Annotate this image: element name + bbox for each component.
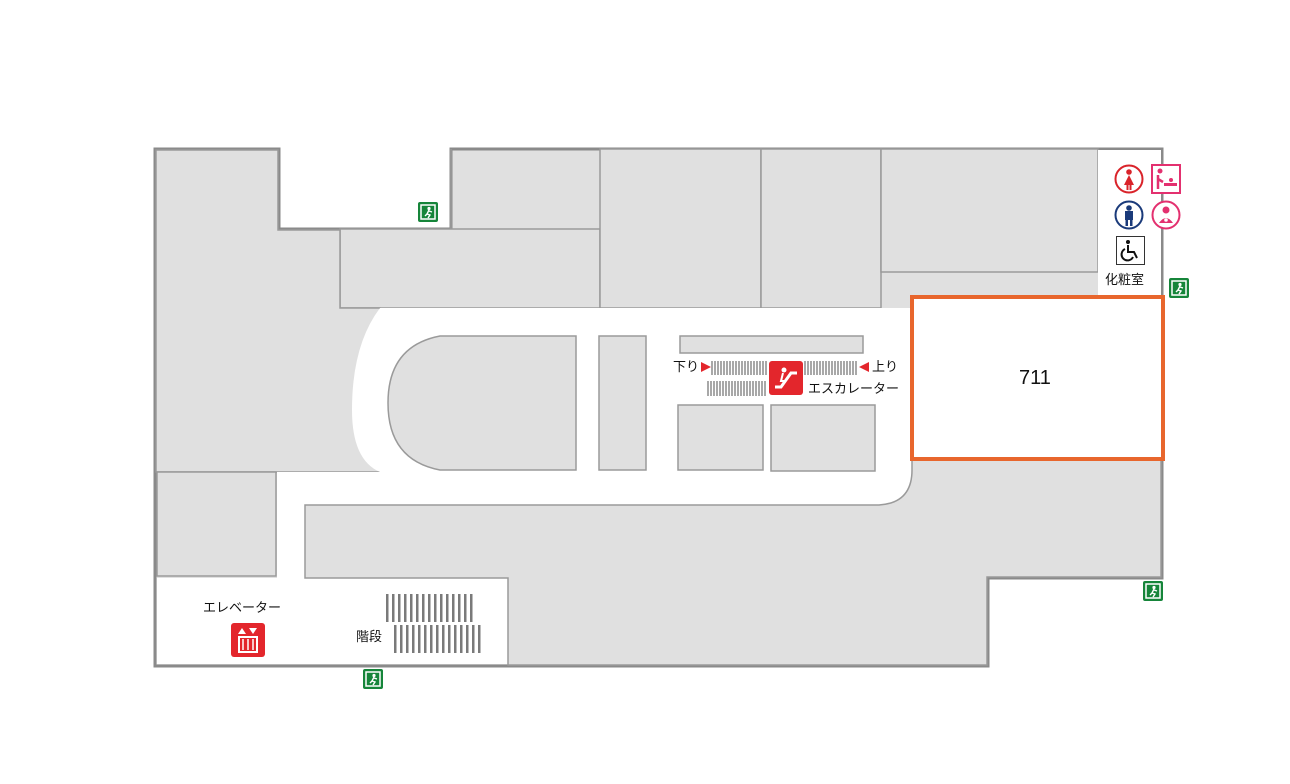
- down-arrow-icon: [701, 362, 711, 372]
- shop-center-dome[interactable]: [387, 335, 577, 471]
- stair-step: [428, 594, 431, 622]
- shop-bottom-right[interactable]: [304, 459, 1162, 666]
- wheelchair-icon[interactable]: [1116, 236, 1145, 265]
- shop-center-small-2[interactable]: [770, 404, 876, 472]
- stair-step: [466, 625, 469, 653]
- stairs-label: 階段: [356, 630, 383, 645]
- stair-step: [404, 594, 407, 622]
- stair-step: [446, 594, 449, 622]
- stair-step: [442, 625, 445, 653]
- up-label: 上り: [872, 360, 899, 375]
- stair-step: [464, 594, 467, 622]
- stair-step: [470, 594, 473, 622]
- shop-top-left[interactable]: [339, 228, 601, 309]
- stair-step: [410, 594, 413, 622]
- up-arrow-icon: [859, 362, 869, 372]
- elevator-label: エレベーター: [203, 601, 282, 616]
- stair-step: [452, 594, 455, 622]
- mens-restroom-icon[interactable]: [1114, 200, 1144, 230]
- stair-step: [430, 625, 433, 653]
- stairs-graphic: [386, 594, 481, 653]
- shop-top-3[interactable]: [880, 148, 1099, 273]
- emergency-exit-icon[interactable]: [418, 202, 438, 222]
- stair-step: [460, 625, 463, 653]
- stair-step: [418, 625, 421, 653]
- down-label: 下り: [673, 360, 700, 375]
- emergency-exit-icon[interactable]: [1169, 278, 1189, 298]
- stair-step: [448, 625, 451, 653]
- stair-step: [440, 594, 443, 622]
- stair-step: [434, 594, 437, 622]
- stair-step: [478, 625, 481, 653]
- stair-step: [424, 625, 427, 653]
- stair-step: [386, 594, 389, 622]
- stair-step: [394, 625, 397, 653]
- shop-center-narrow[interactable]: [598, 335, 647, 471]
- escalator-icon[interactable]: [769, 361, 803, 395]
- stair-step: [406, 625, 409, 653]
- corridor-left-curve: [359, 312, 395, 475]
- emergency-exit-icon[interactable]: [1143, 581, 1163, 601]
- escalator-steps: [707, 361, 857, 396]
- shop-711-highlight[interactable]: [910, 295, 1165, 461]
- stair-step: [416, 594, 419, 622]
- stair-step: [398, 594, 401, 622]
- shop-top-2[interactable]: [760, 148, 882, 309]
- stair-step: [422, 594, 425, 622]
- ostomate-icon[interactable]: [1151, 200, 1181, 230]
- escalator-label: エスカレーター: [808, 382, 900, 397]
- stair-step: [436, 625, 439, 653]
- stair-step: [400, 625, 403, 653]
- shop-left-large[interactable]: [155, 149, 381, 473]
- stair-step: [454, 625, 457, 653]
- elevator-icon[interactable]: [231, 623, 265, 657]
- stair-step: [412, 625, 415, 653]
- powder-room-label: 化粧室: [1105, 273, 1145, 288]
- shop-711-number: 711: [1019, 367, 1051, 389]
- escalator-top-bar: [679, 335, 864, 354]
- shop-top-1[interactable]: [599, 148, 762, 309]
- shop-left-small[interactable]: [156, 471, 277, 577]
- stair-step: [458, 594, 461, 622]
- stair-step: [392, 594, 395, 622]
- baby-changing-icon[interactable]: [1151, 164, 1181, 194]
- womens-restroom-icon[interactable]: [1114, 164, 1144, 194]
- emergency-exit-icon[interactable]: [363, 669, 383, 689]
- stair-step: [472, 625, 475, 653]
- shop-center-small-1[interactable]: [677, 404, 764, 471]
